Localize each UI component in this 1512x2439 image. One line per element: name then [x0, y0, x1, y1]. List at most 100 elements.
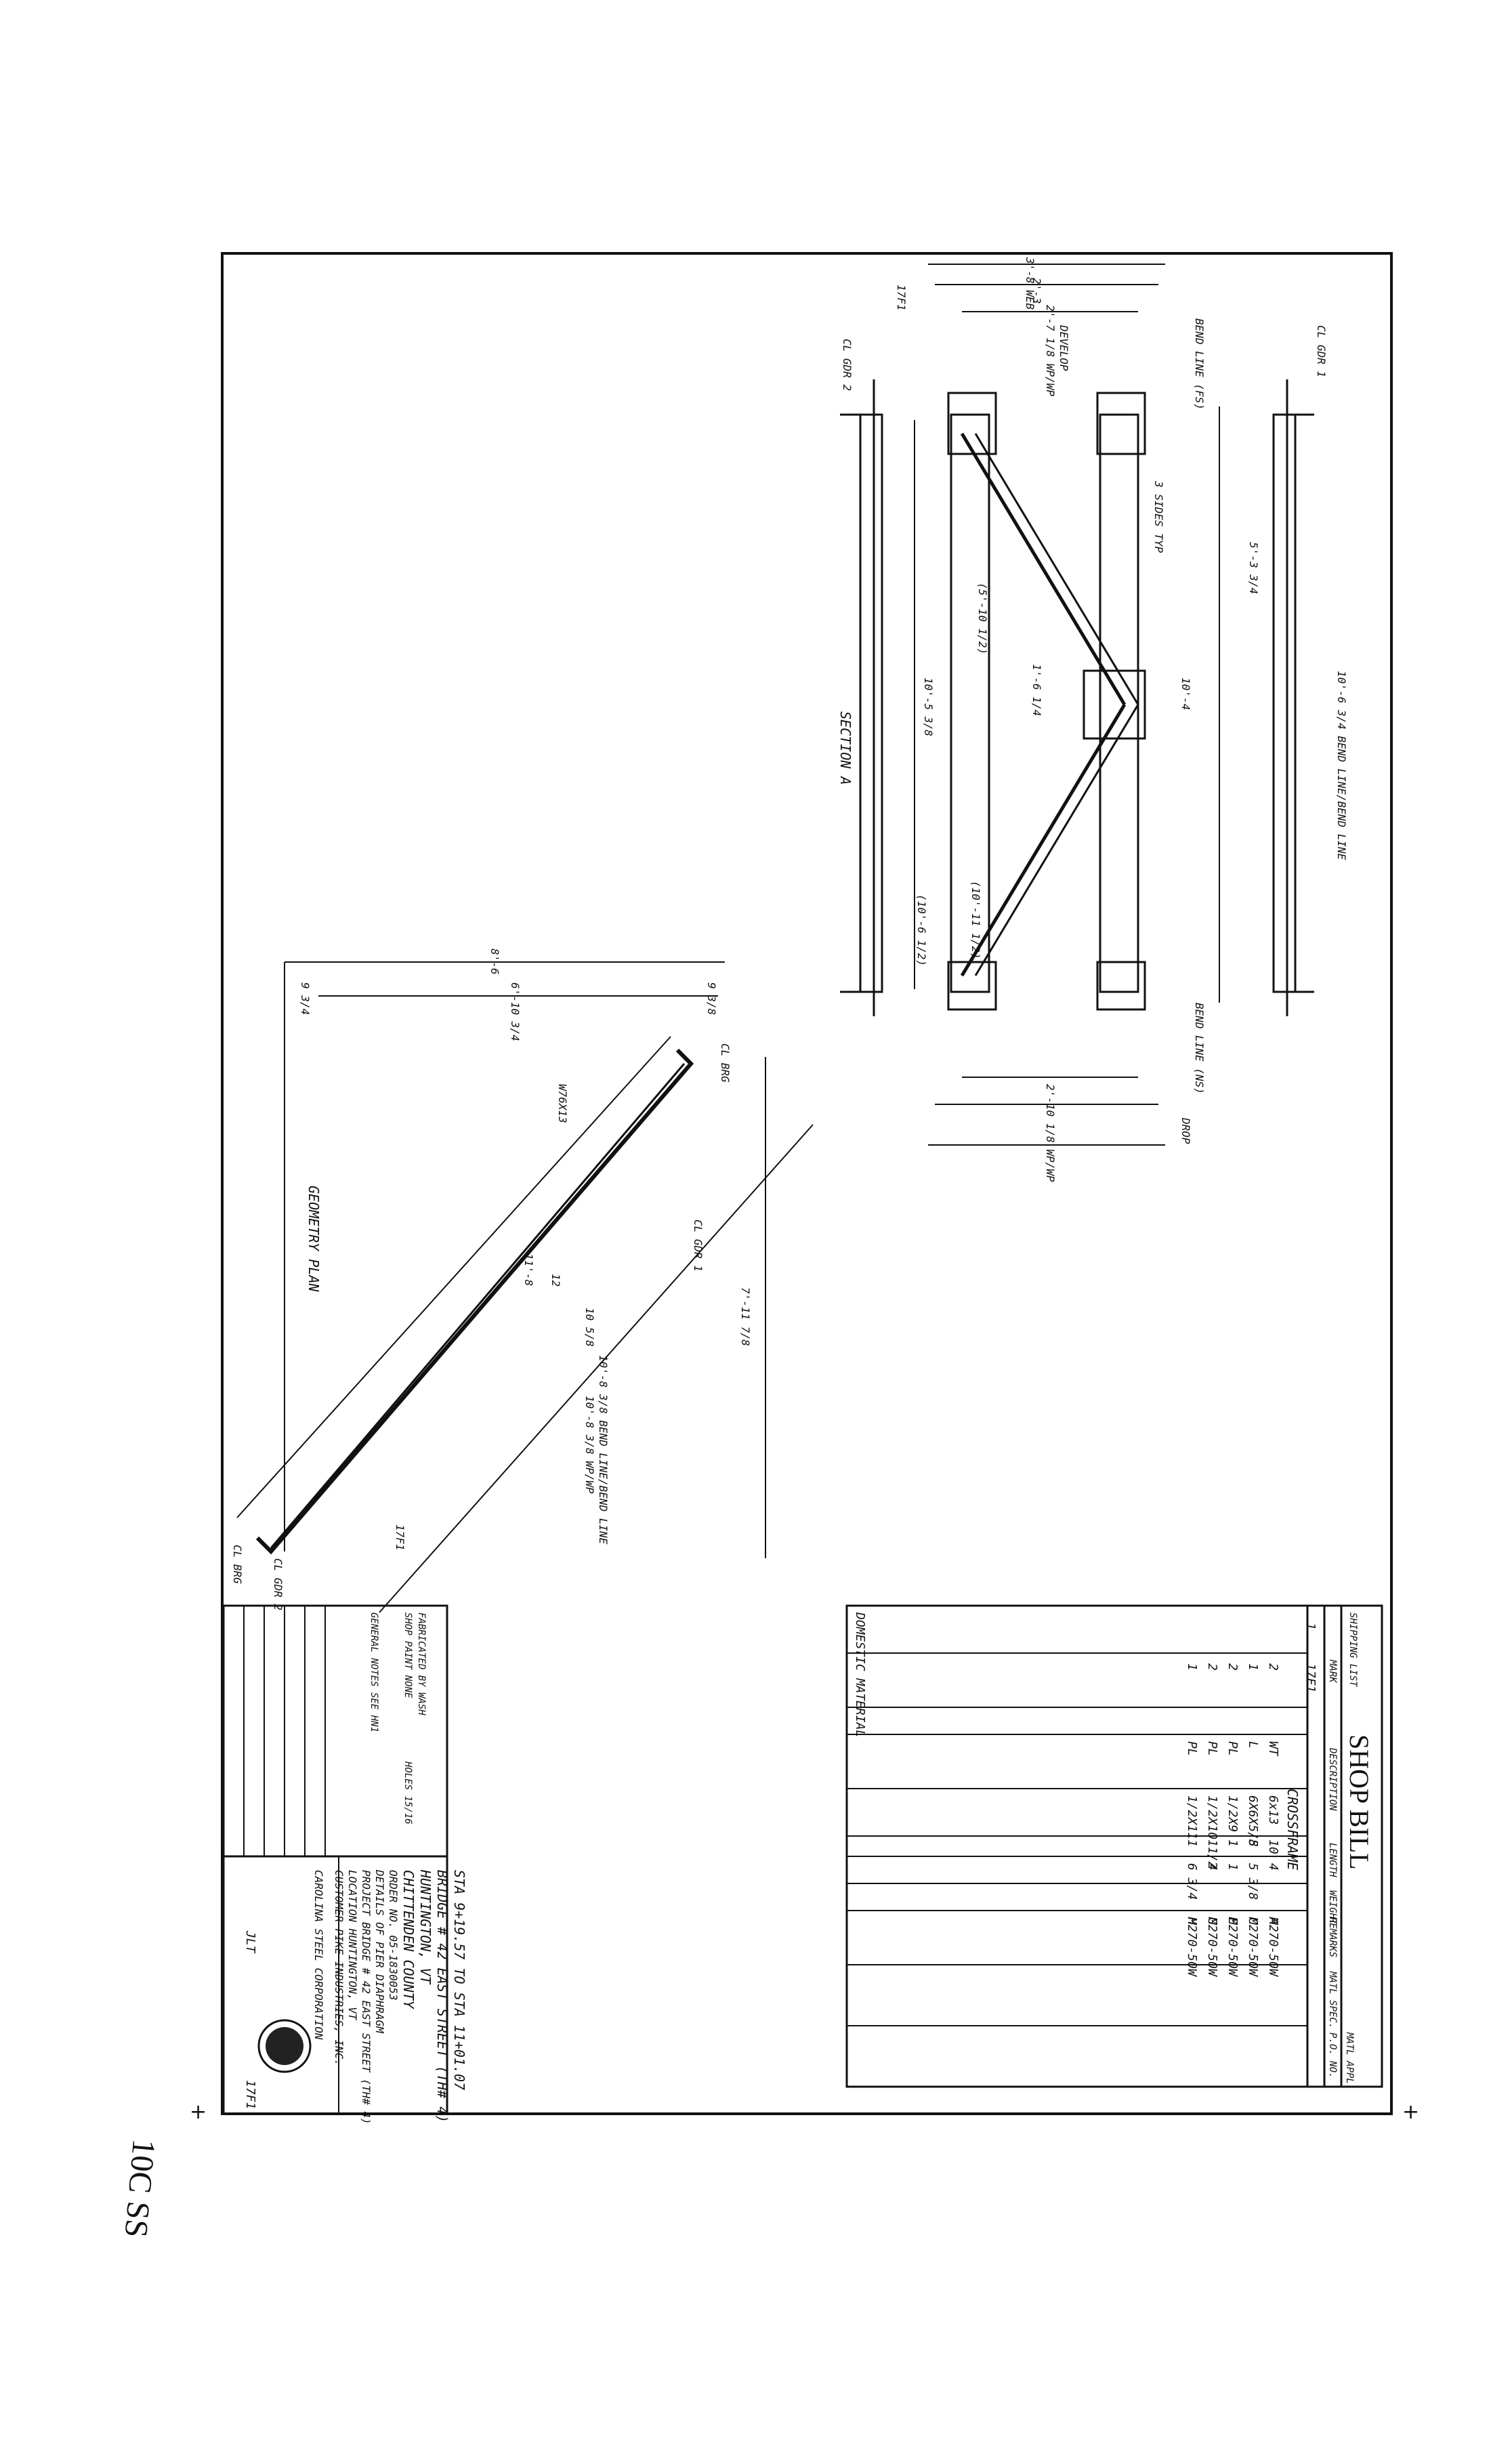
geometry-label: 8'-6: [488, 948, 501, 975]
geometry-label: 17F1: [394, 1524, 406, 1551]
col-description: DESCRIPTION: [1327, 1748, 1338, 1811]
bill-cell-section: 1/2X9: [1225, 1795, 1240, 1833]
section-label: 3 SIDES TYP: [1152, 481, 1165, 553]
geometry-label: CL GDR 2: [272, 1558, 285, 1611]
crossframe-label: CROSSFRAME: [1284, 1789, 1301, 1871]
girder-web-1: [950, 413, 990, 993]
shipping-qty: 1: [1303, 1623, 1318, 1630]
bill-cell-no: 2: [1266, 1663, 1280, 1671]
bill-cell-spec: M270-50W: [1246, 1917, 1260, 1976]
bill-cell-in: 6 3/4: [1185, 1863, 1199, 1900]
fabricated-by: FABRICATED BY WASH: [416, 1612, 427, 1715]
geometry-label: CL GDR 1: [692, 1220, 705, 1272]
col-matl-spec: MATL SPEC.: [1327, 1972, 1338, 2029]
general-notes: GENERAL NOTES SEE HN1: [369, 1612, 379, 1733]
section-label: 10'-5 3/8: [922, 678, 935, 736]
geometry-plan-title: GEOMETRY PLAN: [306, 1186, 322, 1292]
geometry-label: CL BRG: [231, 1545, 244, 1584]
section-label: (10'-6 1/2): [915, 894, 928, 966]
bill-cell-in: 5 3/8: [1246, 1863, 1260, 1900]
section-a-title: SECTION A: [837, 711, 854, 785]
col-shipping: SHIPPING LIST: [1347, 1612, 1358, 1687]
customer-label: CUSTOMER PIKE INDUSTRIES, INC.: [333, 1870, 345, 2066]
geometry-label: 9 3/4: [299, 982, 312, 1016]
section-label: 2'-7 1/8 WP/WP: [1044, 305, 1057, 396]
section-label: 1'-6 1/4: [1030, 664, 1043, 717]
registration-mark-right: +: [1402, 2100, 1420, 2124]
section-label: BEND LINE (NS): [1193, 1003, 1206, 1094]
section-label: 2'-10 1/8 WP/WP: [1044, 1084, 1057, 1182]
col-matl-appl: MATL APPL.: [1344, 2032, 1355, 2090]
bill-cell-spec: M270-50W: [1205, 1917, 1219, 1976]
section-label: 10'-4: [1179, 678, 1192, 711]
bill-cell-section: 1/2X10 1/2: [1205, 1795, 1219, 1869]
bill-cell-spec: M270-50W: [1185, 1917, 1199, 1976]
col-length: LENGTH: [1327, 1843, 1338, 1877]
sta-label: STA 9+19.57 TO STA 11+01.07: [451, 1870, 467, 2091]
bill-cell-type: L: [1246, 1741, 1260, 1749]
bill-cell-ft: 1: [1185, 1839, 1199, 1847]
drawing-frame: [221, 252, 1393, 2115]
bill-cell-no: 2: [1205, 1663, 1219, 1671]
sheet-no: 17F1: [243, 2080, 257, 2110]
project-label: PROJECT BRIDGE # 42 EAST STREET (TH# 4): [360, 1870, 373, 2125]
shipping-mark: 17F1: [1303, 1663, 1318, 1693]
bottom-flange-fs: [1272, 413, 1297, 993]
order-no: ORDER NO. 05-1830053: [387, 1870, 400, 2001]
bill-cell-in: 1: [1225, 1863, 1240, 1871]
bill-cell-type: PL: [1225, 1741, 1240, 1756]
section-label: 17F1: [895, 285, 908, 311]
col-mark: MARK: [1327, 1660, 1338, 1683]
geometry-label: 6'-10 3/4: [509, 982, 522, 1041]
geometry-label: 9 3/8: [705, 982, 718, 1016]
bill-cell-ft: 1: [1225, 1839, 1240, 1847]
bill-cell-no: 1: [1185, 1663, 1199, 1671]
geometry-label: W76X13: [556, 1084, 569, 1123]
holes-label: HOLES 15/16: [402, 1762, 413, 1825]
bill-cell-section: 6x13: [1266, 1795, 1280, 1825]
top-flange-ns: [859, 413, 883, 993]
registration-mark-left: +: [190, 2100, 207, 2124]
company-label: CAROLINA STEEL CORPORATION: [312, 1870, 325, 2040]
section-label: 5'-3 3/4: [1247, 542, 1260, 595]
bill-cell-no: 2: [1225, 1663, 1240, 1671]
bill-cell-type: PL: [1185, 1741, 1199, 1756]
shop-bill-title: SHOP BILL: [1344, 1734, 1374, 1870]
col-po: P.O. NO.: [1327, 2032, 1338, 2079]
drawn-by: JLT: [243, 1931, 257, 1953]
bill-cell-spec: M270-50W: [1266, 1917, 1280, 1976]
bill-cell-in: 4: [1266, 1863, 1280, 1871]
bridge-label: BRIDGE # 42 EAST STREET (TH# 4): [434, 1870, 450, 2123]
bill-cell-ft: 1: [1205, 1839, 1219, 1847]
bill-cell-type: PL: [1205, 1741, 1219, 1756]
bill-cell-no: 1: [1246, 1663, 1260, 1671]
geometry-label: 11'-8: [522, 1253, 535, 1287]
section-label: CL GDR 2: [841, 339, 854, 392]
geometry-label: 10'-8 3/8 WP/WP: [583, 1396, 596, 1494]
girder-web-2: [1099, 413, 1139, 993]
section-label: CL GDR 1: [1315, 325, 1328, 378]
section-label: 10'-6 3/4 BEND LINE/BEND LINE: [1335, 671, 1348, 860]
bill-cell-in: 4: [1205, 1863, 1219, 1871]
section-label: DROP: [1179, 1118, 1192, 1144]
details-of: DETAILS OF PIER DIAPHRAGM: [373, 1870, 386, 2033]
section-label: (5'-10 1/2): [976, 583, 989, 654]
section-label: (10'-11 1/2): [969, 881, 982, 959]
shop-paint: SHOP PAINT NONE: [402, 1612, 413, 1698]
col-remarks: REMARKS: [1327, 1917, 1338, 1958]
bill-cell-spec: M270-50W: [1225, 1917, 1240, 1976]
bill-cell-type: WT: [1266, 1741, 1280, 1756]
bill-cell-ft: 5: [1246, 1839, 1260, 1847]
geometry-label: 7'-11 7/8: [739, 1287, 752, 1346]
domestic-material: DOMESTIC MATERIAL: [853, 1612, 867, 1738]
geometry-label: 12: [549, 1274, 562, 1287]
bill-cell-section: 1/2X11: [1185, 1795, 1199, 1840]
bill-cell-ft: 10: [1266, 1839, 1280, 1854]
geometry-label: 10'-8 3/8 BEND LINE/BEND LINE: [597, 1355, 610, 1545]
section-label: BEND LINE (FS): [1193, 318, 1206, 410]
section-label: 2'-3: [1030, 278, 1043, 304]
location-label: LOCATION HUNTINGTON, VT: [346, 1870, 359, 2020]
geometry-label: 10 5/8: [583, 1308, 596, 1347]
geometry-label: CL BRG: [719, 1043, 732, 1083]
town-label: HUNTINGTON, VT: [417, 1870, 434, 1984]
